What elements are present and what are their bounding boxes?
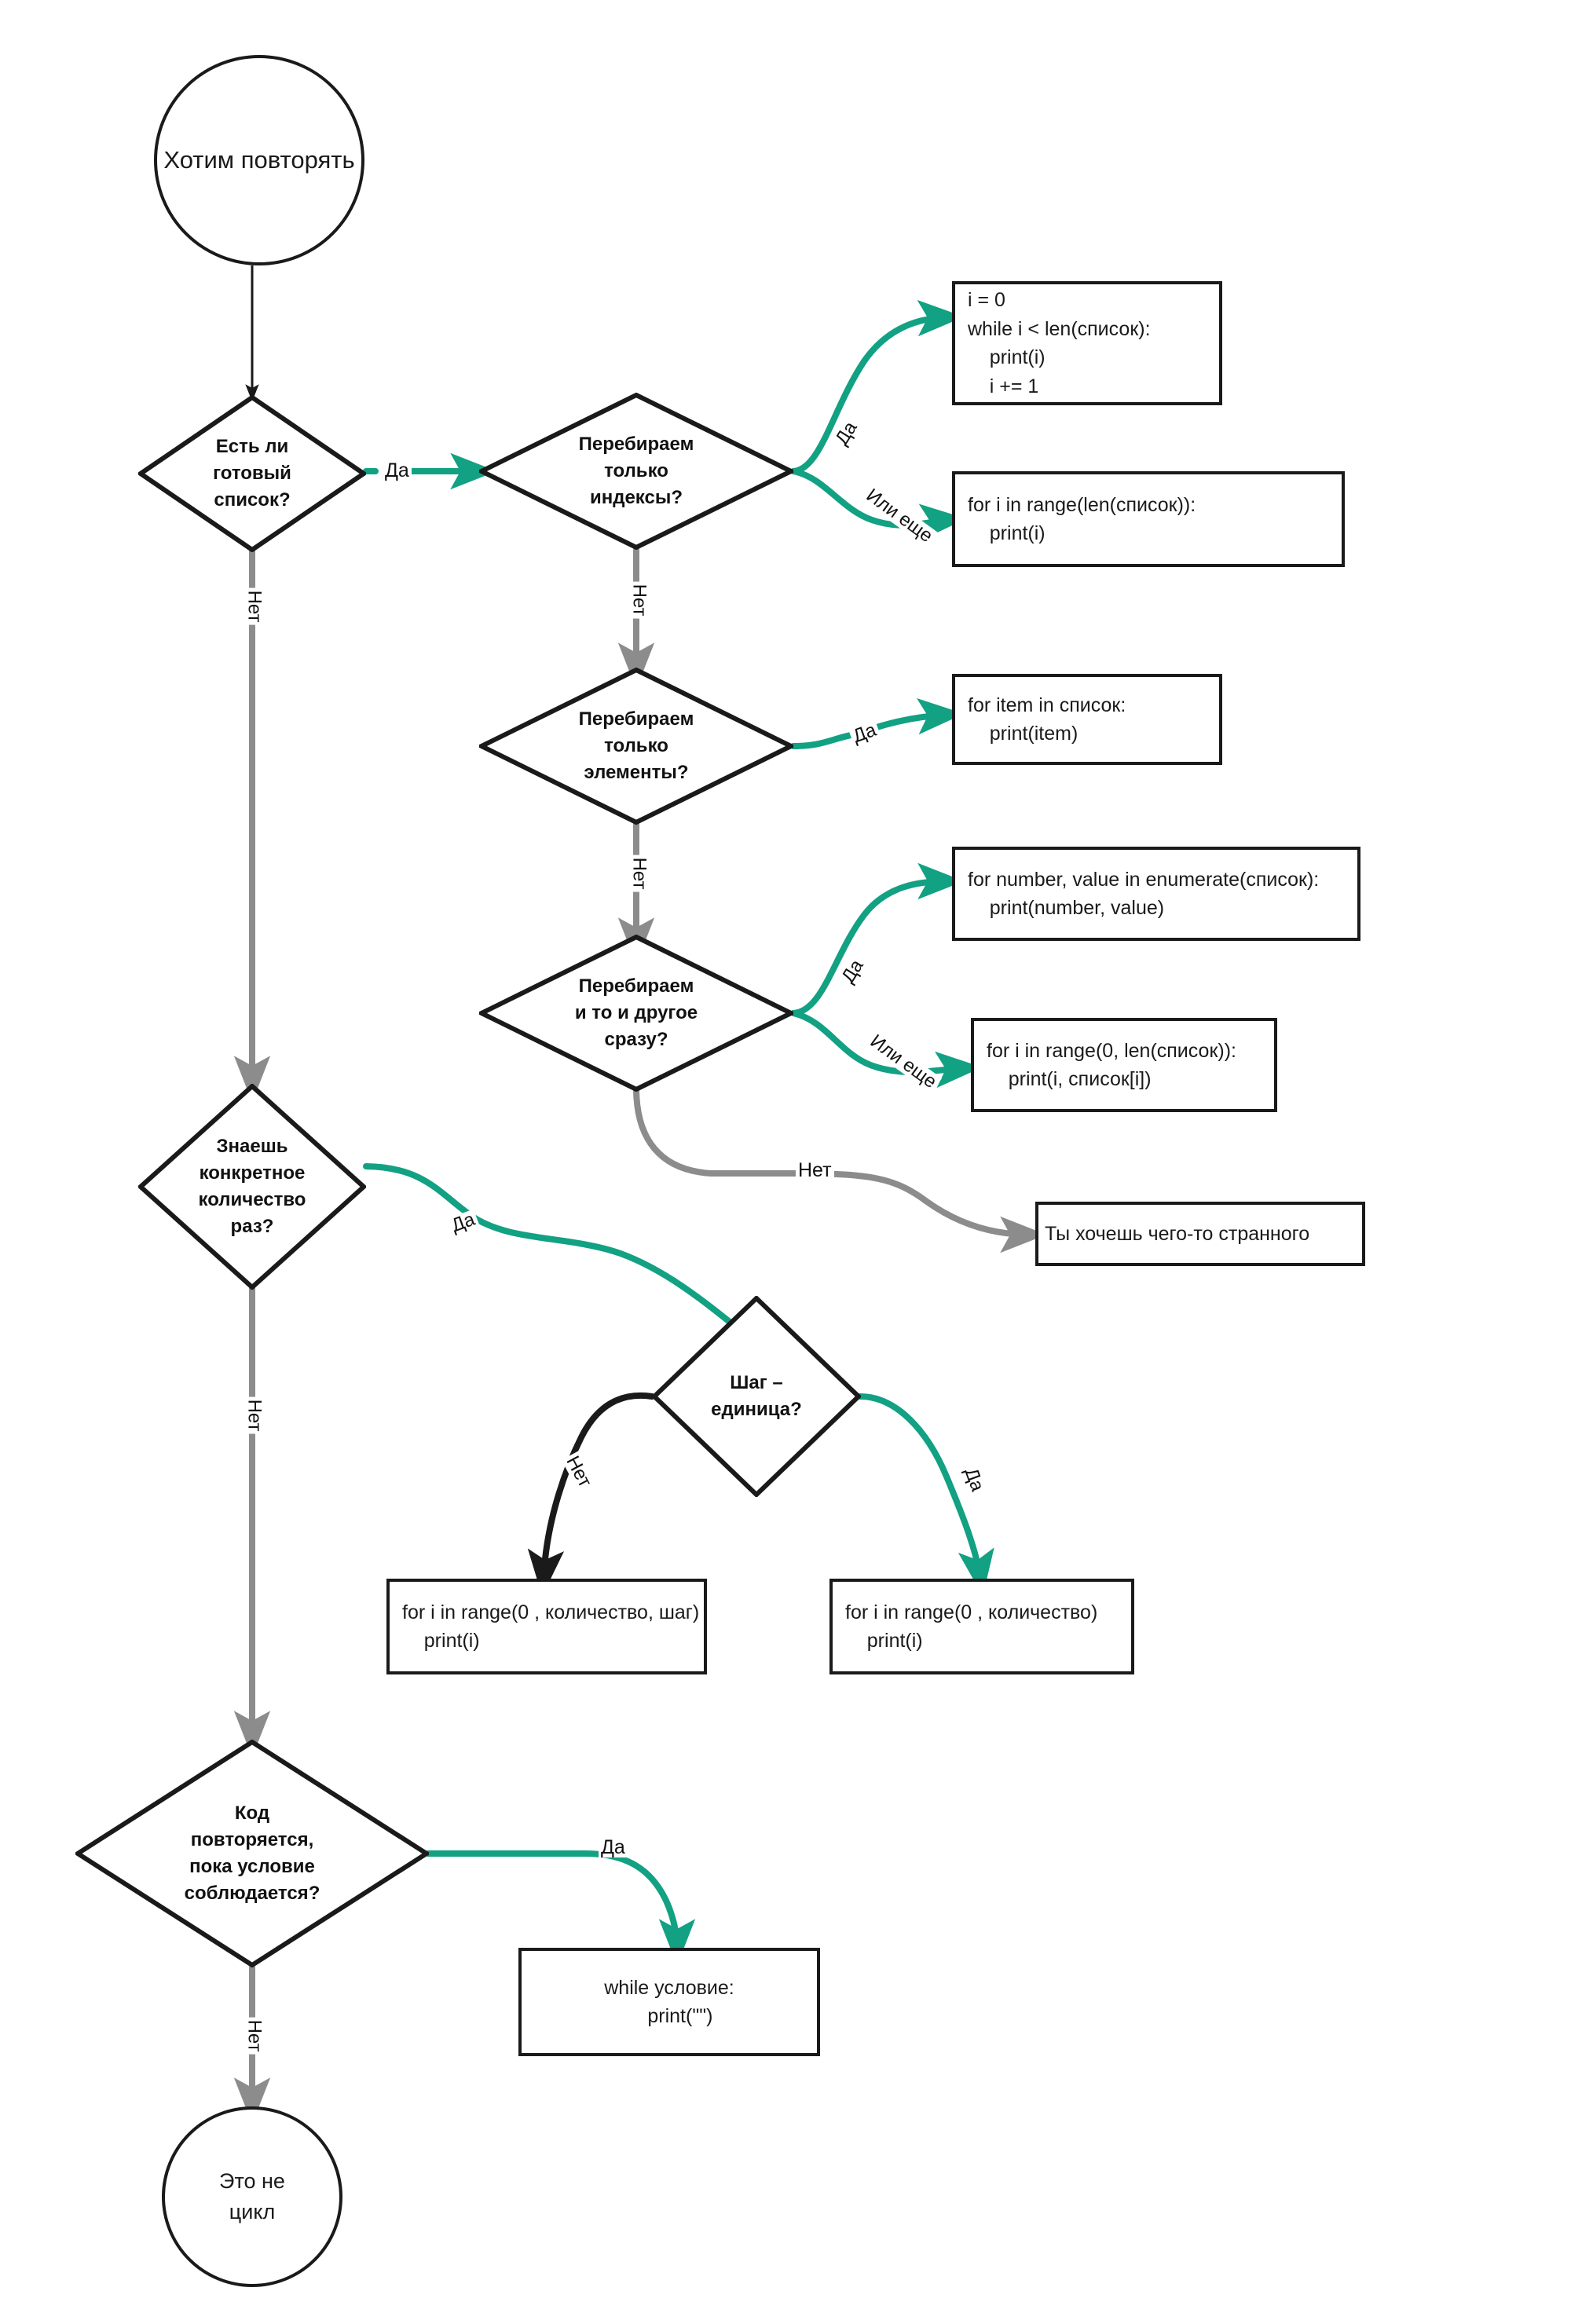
node-decision-while-condition-label: Код повторяется, пока условие соблюдаетс… [184,1802,320,1905]
node-decision-elements-label: Перебираем только элементы? [578,708,694,784]
box-enumerate[interactable]: for number, value in enumerate(список): … [952,847,1360,941]
diamond-shape [479,668,793,825]
node-end-not-loop[interactable]: Это не цикл [162,2106,342,2287]
edge-label-ready-yes: Да [383,461,412,481]
edge-both-no [633,1085,1047,1253]
diamond-shape [138,395,366,552]
diamond-shape [75,1740,429,1967]
box-for-range-0-len-code: for i in range(0, len(список)): print(i,… [987,1039,1236,1091]
edge-both-yes [790,862,965,1016]
edge-known-yes [363,1163,765,1367]
node-decision-step-one-label: Шаг – единица? [711,1371,802,1420]
edge-label-ready-no: Нет [244,587,265,625]
box-range-step-code: for i in range(0 , количество, шаг) prin… [402,1601,700,1652]
node-decision-ready-list[interactable]: Есть ли готовый список? [138,395,366,552]
box-range-count-code: for i in range(0 , количество) print(i) [845,1601,1098,1652]
edge-both-other [790,1010,983,1089]
edge-step-no [527,1392,655,1597]
box-while-index-code: i = 0 while i < len(список): print(i) i … [968,289,1151,397]
node-decision-elements[interactable]: Перебираем только элементы? [479,668,793,825]
diamond-shape [479,393,793,550]
edge-elements-yes [790,715,947,746]
node-decision-known-count[interactable]: Знаешь конкретное количество раз? [138,1084,366,1290]
box-while-condition[interactable]: while условие: print("") [518,1948,820,2056]
edge-label-while-no: Нет [244,2017,265,2055]
box-for-item[interactable]: for item in список: print(item) [952,674,1222,765]
node-decision-both[interactable]: Перебираем и то и другое сразу? [479,935,793,1092]
diamond-shape [479,935,793,1092]
box-for-range-0-len[interactable]: for i in range(0, len(список)): print(i,… [971,1018,1277,1112]
edge-while-yes [425,1850,696,1966]
diamond-shape [652,1296,861,1497]
edge-label-known-no: Нет [244,1396,265,1434]
node-decision-ready-list-label: Есть ли готовый список? [213,435,291,511]
node-start-label: Хотим повторять [163,145,355,174]
node-start[interactable]: Хотим повторять [154,55,364,265]
diamond-shape [138,1084,366,1290]
node-decision-step-one[interactable]: Шаг – единица? [652,1296,861,1497]
node-decision-while-condition[interactable]: Код повторяется, пока условие соблюдаетс… [75,1740,429,1967]
box-for-item-code: for item in список: print(item) [968,694,1126,745]
edge-label-while-yes: Да [599,1838,628,1857]
node-decision-both-label: Перебираем и то и другое сразу? [574,975,698,1051]
box-strange[interactable]: Ты хочешь чего-то странного [1035,1202,1365,1266]
box-while-condition-code: while условие: print("") [604,1976,734,2028]
box-while-index[interactable]: i = 0 while i < len(список): print(i) i … [952,281,1222,405]
edge-label-elements-no: Нет [628,855,650,892]
edge-step-yes [857,1393,994,1597]
edge-label-indices-no: Нет [628,581,650,619]
box-strange-code: Ты хочешь чего-то странного [1045,1222,1310,1245]
box-for-range-len-code: for i in range(len(список)): print(i) [968,493,1196,545]
node-decision-indices[interactable]: Перебираем только индексы? [479,393,793,550]
edge-label-both-no: Нет [796,1161,834,1180]
node-end-not-loop-label: Это не цикл [219,2168,285,2223]
box-range-count[interactable]: for i in range(0 , количество) print(i) [829,1579,1134,1674]
edge-indices-yes [790,299,965,474]
node-decision-indices-label: Перебираем только индексы? [578,433,694,509]
box-enumerate-code: for number, value in enumerate(список): … [968,868,1320,920]
node-decision-known-count-label: Знаешь конкретное количество раз? [198,1135,306,1238]
box-for-range-len[interactable]: for i in range(len(список)): print(i) [952,471,1345,567]
box-range-step[interactable]: for i in range(0 , количество, шаг) prin… [386,1579,707,1674]
